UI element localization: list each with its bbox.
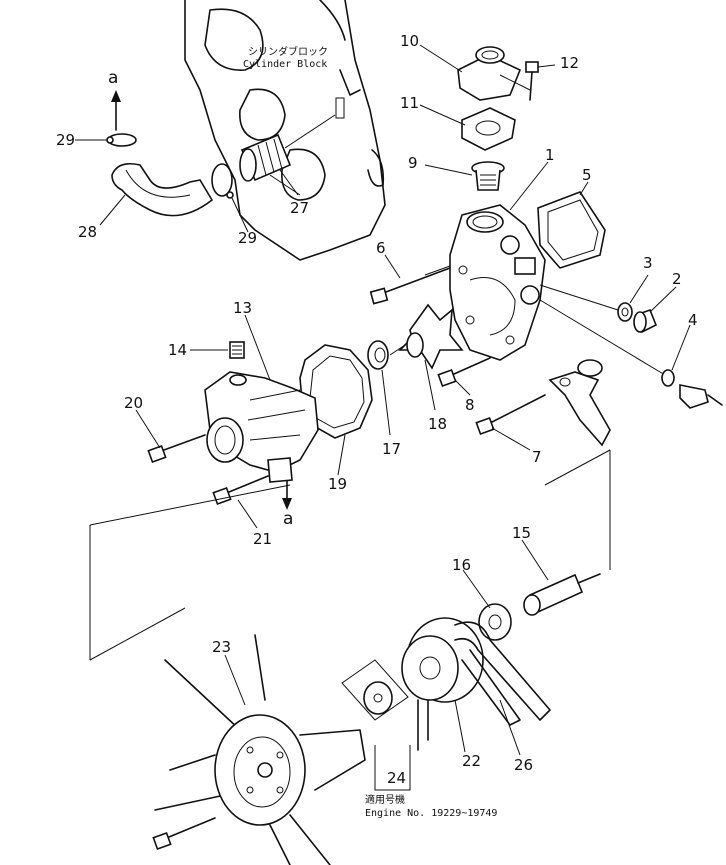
part-22-pulley [401,617,484,751]
leader-housing-to-sensor [539,299,666,376]
part-10-thermostat-cover [457,46,531,101]
leader-housing-to-plug [539,284,619,311]
part-26-v-belt [454,621,551,726]
part-number-24: 24 [387,769,407,787]
part-21-bolt [212,475,269,506]
assembly-guide-lines [89,449,611,661]
applicability-label-jp: 適用号機 [365,795,405,806]
part-number-14: 14 [168,341,188,359]
reference-label-top: a [108,68,119,88]
cylinder-block [184,0,386,261]
shaft-line [389,344,406,356]
part-number-6: 6 [376,239,386,257]
part-28-water-hose [111,162,214,217]
part-number-10: 10 [400,32,420,50]
part-18-impeller [398,303,464,370]
part-number-18: 18 [428,415,448,433]
part-number-11: 11 [400,94,420,112]
part-14-plug [229,341,245,359]
part-4-washer [661,369,675,387]
cylinder-block-label-en: Cylinder Block [243,59,328,70]
part-number-23: 23 [212,638,232,656]
fan-bolt [152,817,216,851]
part-number-29-top: 29 [56,131,76,149]
part-number-29-lower: 29 [238,229,258,247]
part-number-15: 15 [512,524,532,542]
part-number-1: 1 [545,146,555,164]
part-number-5: 5 [582,166,592,184]
part-9-thermostat [471,161,505,191]
part-number-3: 3 [643,254,653,272]
part-11-gasket [461,107,516,151]
part-number-9: 9 [408,154,418,172]
part-13-water-pump [204,371,319,483]
leader-lines [75,44,691,756]
part-27-water-pipe [239,114,336,196]
part-24-fan-spacer [341,659,411,791]
reference-label-bottom: a [283,509,294,529]
part-number-26: 26 [514,756,534,774]
part-5-housing-gasket [537,191,606,269]
part-number-21: 21 [253,530,273,548]
part-number-7: 7 [532,448,542,466]
part-12-bolt [525,61,539,101]
part-number-12: 12 [560,54,580,72]
part-20-bolt [147,434,206,464]
part-15-pump-shaft [523,573,601,616]
part-number-17: 17 [382,440,402,458]
reference-arrow-top [111,90,121,131]
applicability-label-en: Engine No. 19229~19749 [365,808,498,819]
part-16-hub [478,603,512,641]
part-number-22: 22 [462,752,482,770]
cylinder-block-label-jp: シリンダブロック [248,47,328,58]
part-number-20: 20 [124,394,144,412]
part-2-plug [633,308,658,334]
part-number-28: 28 [78,223,98,241]
part-number-4: 4 [688,311,698,329]
part-number-13: 13 [233,299,253,317]
part-number-19: 19 [328,475,348,493]
bracket [548,359,611,447]
part-3-washer [617,302,633,322]
part-6-bolt [369,265,451,305]
part-number-27: 27 [290,199,310,217]
part-23-cooling-fan [154,634,366,865]
temperature-sensor [679,384,723,409]
part-number-16: 16 [452,556,472,574]
part-1-thermostat-housing [449,204,546,361]
part-17-seal [367,340,389,370]
part-number-8: 8 [465,396,475,414]
part-number-2: 2 [672,270,682,288]
part-7-bolt [475,394,546,436]
part-8-bolt [437,357,491,388]
